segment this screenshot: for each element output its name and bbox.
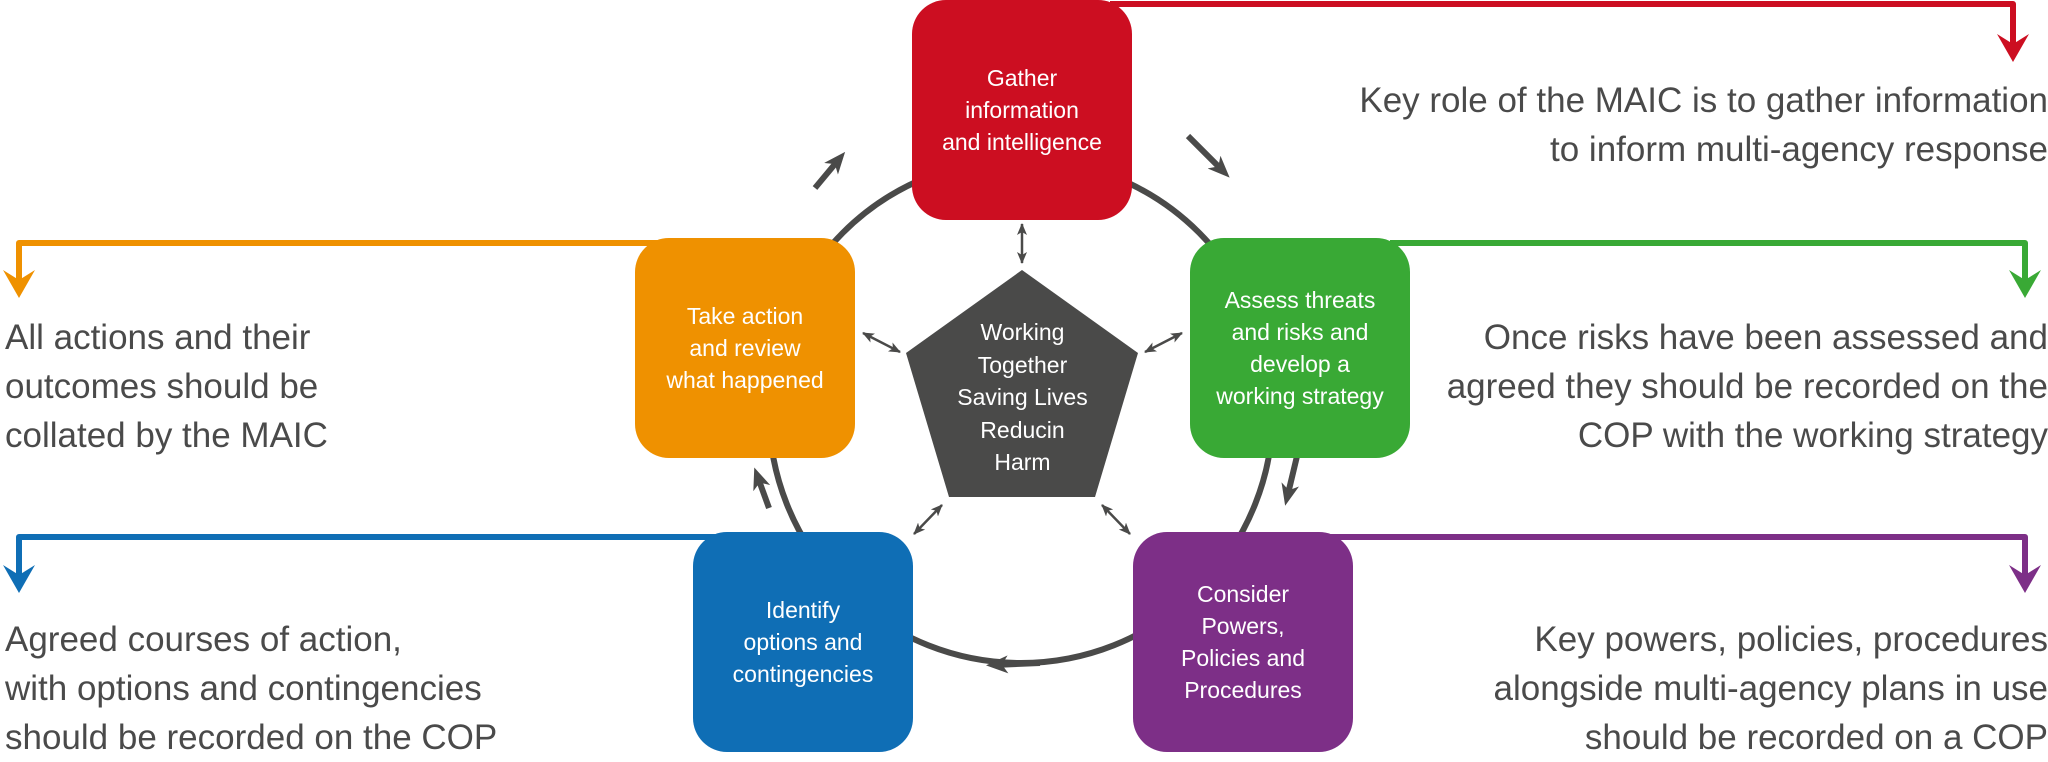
connector-purple [1330,534,2028,580]
note-consider: Key powers, policies, procedures alongsi… [1493,620,2048,757]
connector-purple-head [2009,565,2041,593]
cycle-arrow-5 [812,151,846,190]
connector-green-head [2009,270,2041,298]
cycle-arrow-1 [1185,133,1230,178]
center-pentagon [906,270,1138,497]
step-take-action-label: Take action and review what happened [666,302,824,394]
connector-green [1390,240,2028,285]
connector-red [1110,1,2016,50]
connector-blue-head [3,565,35,593]
step-take-action-box: Take action and review what happened [635,238,855,458]
link-arrow-right [1144,331,1183,354]
connector-orange [16,240,670,285]
step-consider-label: Consider Powers, Policies and Procedures [1180,580,1306,704]
note-take-action: All actions and their outcomes should be… [5,318,328,455]
step-identify-label: Identify options and contingencies [732,596,874,688]
connector-orange-head [3,270,35,298]
link-arrow-left [862,331,901,354]
link-arrow-bottom-left [913,504,943,535]
note-gather: Key role of the MAIC is to gather inform… [1359,81,2048,169]
cycle-arrow-3 [986,655,1041,674]
link-arrow-bottom-right [1101,504,1131,535]
cycle-arrow-2 [1281,451,1301,506]
step-assess-box: Assess threats and risks and develop a w… [1190,238,1410,458]
connector-red-head [1997,34,2029,62]
step-identify-box: Identify options and contingencies [693,532,913,752]
note-assess: Once risks have been assessed and agreed… [1446,318,2048,455]
note-identify: Agreed courses of action, with options a… [5,620,498,757]
step-gather-box: Gather information and intelligence [912,0,1132,220]
step-assess-label: Assess threats and risks and develop a w… [1216,286,1384,410]
center-pentagon-text: Working Together Saving Lives Reducin Ha… [957,319,1088,475]
connector-blue [16,534,720,580]
cycle-arrow-4 [753,467,772,510]
step-gather-label: Gather information and intelligence [942,64,1102,156]
step-consider-box: Consider Powers, Policies and Procedures [1133,532,1353,752]
